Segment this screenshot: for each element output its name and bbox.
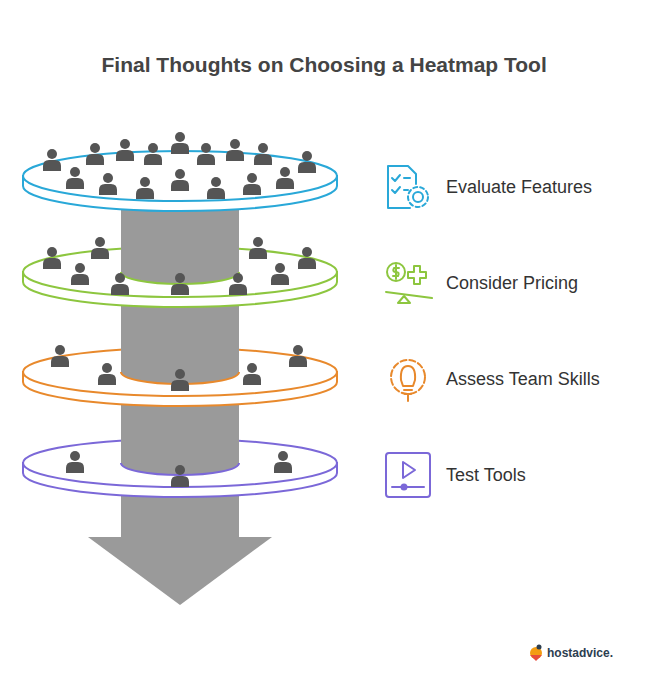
blue-disc <box>23 151 337 211</box>
step-label: Consider Pricing <box>446 273 578 294</box>
hostadvice-logo <box>530 645 542 662</box>
step-label: Evaluate Features <box>446 177 592 198</box>
people-icons <box>43 132 316 487</box>
checklist-icon <box>388 166 428 208</box>
video-player-icon <box>386 453 430 497</box>
watermark: hostadvice. <box>547 646 613 660</box>
pricing-scale-icon <box>386 263 432 303</box>
step-label: Test Tools <box>446 465 526 486</box>
step-label: Assess Team Skills <box>446 369 600 390</box>
diagram-title: Final Thoughts on Choosing a Heatmap Too… <box>102 53 547 77</box>
lightbulb-gear-icon <box>391 360 425 401</box>
